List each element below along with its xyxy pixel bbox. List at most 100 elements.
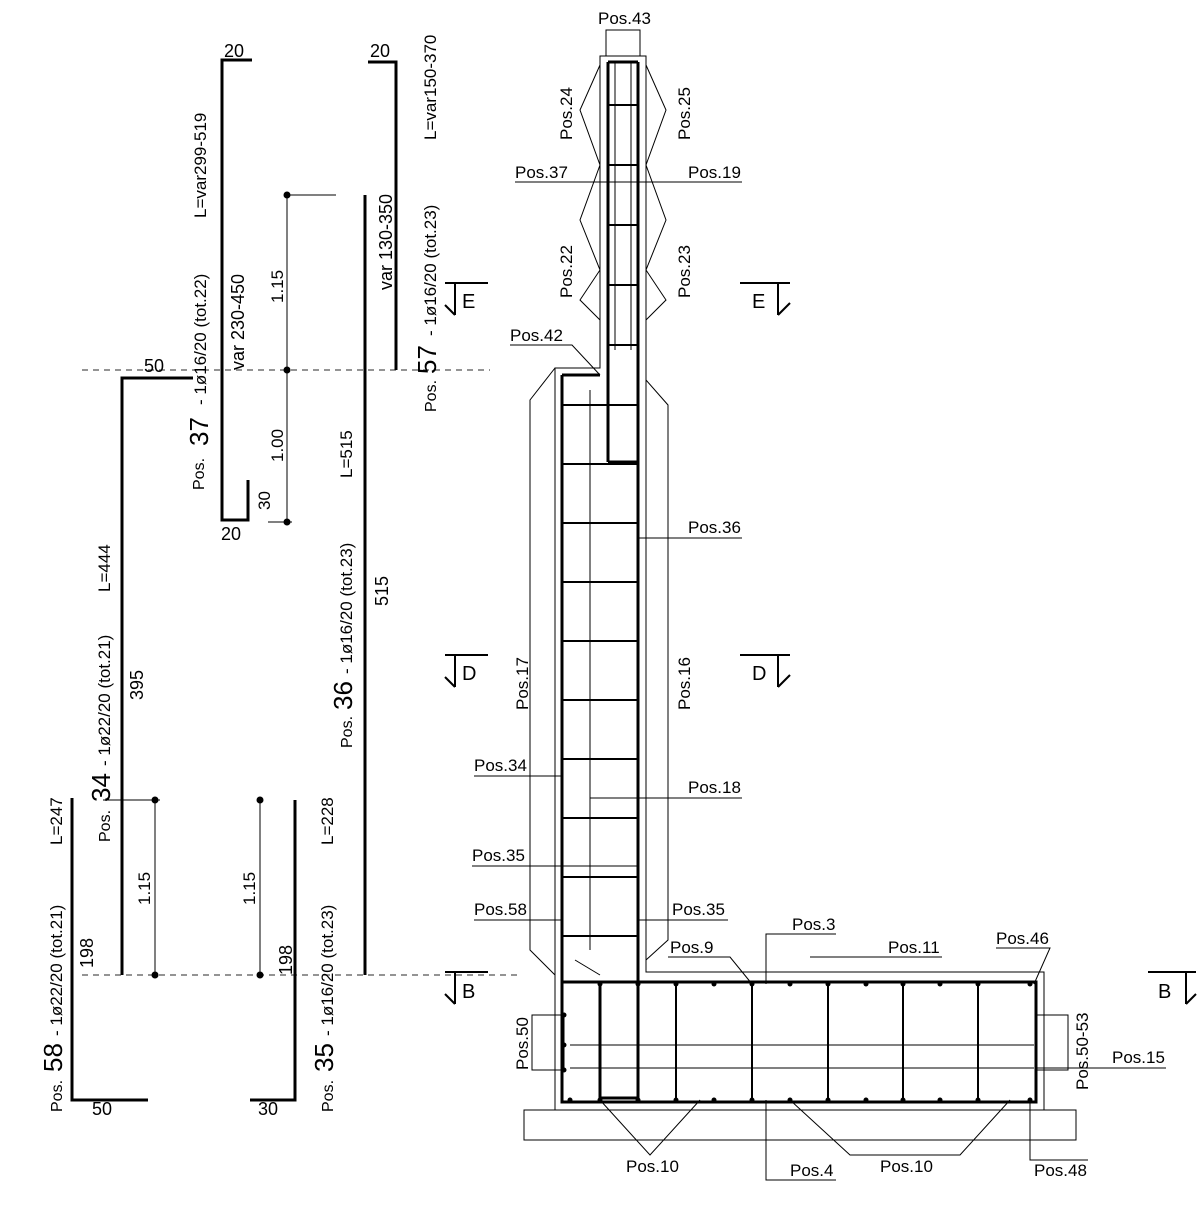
bar-37-pos-label: Pos. — [191, 458, 208, 490]
dim-1-00: 1.00 — [268, 429, 287, 462]
bar-36-description: - 1ø16/20 (tot.23) — [337, 543, 356, 674]
bar-37-dim-variable: var 230-450 — [228, 274, 248, 370]
bar-36-number: 36 — [328, 681, 358, 710]
dim-1-15-upper: 1.15 — [268, 270, 287, 303]
label-pos34: Pos.34 — [474, 756, 527, 775]
bar-58-pos-label: Pos. — [49, 1080, 66, 1112]
footing-longitudinal-bars — [561, 981, 1033, 1103]
label-pos3: Pos.3 — [792, 915, 835, 934]
section-marker-e-left: E — [444, 282, 488, 316]
label-pos4: Pos.4 — [790, 1161, 833, 1180]
bar-34-length: L=444 — [95, 544, 114, 592]
bar-pos-58: 50 Pos. 58 - 1ø22/20 (tot.21) L=247 198 — [38, 797, 148, 1119]
bar-36-dim-vertical: 515 — [372, 576, 392, 606]
bar-pos-36: Pos. 36 - 1ø16/20 (tot.23) L=515 515 — [328, 195, 392, 975]
bar-pos-57: 20 var 130-350 Pos. 57 - 1ø16/20 (tot.23… — [368, 35, 442, 412]
lower-stem-stirrups — [562, 404, 638, 937]
label-pos35-left: Pos.35 — [472, 846, 525, 865]
bar-pos-37: 20 20 30 var 230-450 Pos. 37 - 1ø16/20 (… — [184, 41, 274, 544]
bar-35-length: L=228 — [318, 797, 337, 845]
bar-schedule: 50 Pos. 58 - 1ø22/20 (tot.21) L=247 198 … — [38, 35, 520, 1119]
section-label-e-right: E — [752, 291, 765, 313]
label-pos9: Pos.9 — [670, 938, 713, 957]
bar-58-dim-horizontal: 50 — [92, 1099, 112, 1119]
bar-pos-34: 50 Pos. 34 - 1ø22/20 (tot.21) L=444 395 — [86, 356, 193, 975]
label-pos46: Pos.46 — [996, 929, 1049, 948]
bar-57-shape — [368, 60, 398, 370]
bar-58-shape — [70, 798, 148, 1102]
lean-concrete-blinding — [523, 1109, 1077, 1141]
bar-34-shape — [120, 376, 193, 975]
label-pos17: Pos.17 — [513, 657, 532, 710]
dim-1-15-left: 1.15 — [135, 872, 154, 905]
bar-35-number: 35 — [309, 1043, 339, 1072]
label-pos48: Pos.48 — [1034, 1161, 1087, 1180]
position-callouts: Pos.43 Pos.24 Pos.25 Pos.37 Pos.19 Pos.2… — [472, 9, 1166, 1181]
bar-37-shape — [220, 58, 252, 522]
footing-main-cage — [560, 980, 1038, 1104]
label-pos58: Pos.58 — [474, 900, 527, 919]
section-marker-d-left: D — [444, 654, 488, 688]
bar-37-dim-hook: 30 — [255, 491, 274, 510]
label-pos10-left: Pos.10 — [626, 1157, 679, 1176]
bar-57-length: L=var150-370 — [421, 35, 440, 140]
section-marker-d-right: D — [740, 654, 791, 688]
label-pos18: Pos.18 — [688, 778, 741, 797]
bar-57-number: 57 — [412, 345, 442, 374]
upper-stem-stirrups — [608, 104, 638, 346]
bar-34-dim-vertical: 395 — [127, 670, 147, 700]
bar-35-description: - 1ø16/20 (tot.23) — [318, 905, 337, 1036]
section-marker-b-right: B — [1148, 971, 1197, 1005]
bar-37-dim-bottom: 20 — [221, 524, 241, 544]
section-label-b-right: B — [1158, 981, 1171, 1003]
bar-35-shape — [250, 800, 297, 1102]
label-pos11: Pos.11 — [888, 938, 940, 957]
bar-36-length: L=515 — [337, 430, 356, 478]
label-pos24: Pos.24 — [557, 87, 576, 140]
label-pos50: Pos.50 — [513, 1017, 532, 1070]
label-pos50-53: Pos.50-53 — [1073, 1013, 1092, 1091]
section-marker-b-left: B — [444, 971, 488, 1005]
label-pos36: Pos.36 — [688, 518, 741, 537]
bar-35-pos-label: Pos. — [320, 1080, 337, 1112]
bar-57-description: - 1ø16/20 (tot.23) — [421, 205, 440, 336]
bar-57-pos-label: Pos. — [423, 380, 440, 412]
bar-35-dim-vertical: 198 — [276, 945, 296, 975]
section-label-e-left: E — [462, 291, 475, 313]
section-markers: E E D D B B — [444, 282, 1197, 1005]
bar-36-pos-label: Pos. — [339, 716, 356, 748]
dimension-lines-lower: 1.15 1.15 — [103, 796, 264, 979]
bar-37-number: 37 — [184, 417, 214, 446]
bar-34-description: - 1ø22/20 (tot.21) — [95, 635, 114, 766]
bar-37-dim-top: 20 — [224, 41, 244, 61]
label-pos19: Pos.19 — [688, 163, 741, 182]
bar-58-length: L=247 — [47, 797, 66, 845]
label-pos23: Pos.23 — [675, 245, 694, 298]
bar-37-length: L=var299-519 — [191, 113, 210, 218]
bar-58-description: - 1ø22/20 (tot.21) — [47, 905, 66, 1036]
section-label-d-left: D — [462, 663, 476, 685]
section-marker-e-right: E — [740, 282, 791, 316]
section-label-b-left: B — [462, 981, 475, 1003]
dim-1-15-right: 1.15 — [240, 872, 259, 905]
bar-37-description: - 1ø16/20 (tot.22) — [191, 274, 210, 405]
top-cap-outline — [605, 29, 641, 57]
dimension-lines-upper: 1.15 1.00 — [268, 191, 336, 526]
label-pos16: Pos.16 — [675, 657, 694, 710]
label-pos35-right: Pos.35 — [672, 900, 725, 919]
bar-57-dim-variable: var 130-350 — [376, 194, 396, 290]
label-pos25: Pos.25 — [675, 87, 694, 140]
wall-section — [523, 29, 1077, 1141]
label-pos37: Pos.37 — [515, 163, 568, 182]
bar-34-pos-label: Pos. — [97, 810, 114, 842]
bar-34-dim-hook: 50 — [144, 356, 164, 376]
bar-34-number: 34 — [86, 773, 116, 802]
bar-pos-35: 30 198 Pos. 35 - 1ø16/20 (tot.23) L=228 — [250, 797, 339, 1119]
bar-57-dim-top: 20 — [370, 41, 390, 61]
label-pos10-right: Pos.10 — [880, 1157, 933, 1176]
label-pos15: Pos.15 — [1112, 1048, 1165, 1067]
label-pos22: Pos.22 — [557, 245, 576, 298]
lap-callout-outlines — [529, 64, 669, 976]
label-pos43: Pos.43 — [598, 9, 651, 28]
